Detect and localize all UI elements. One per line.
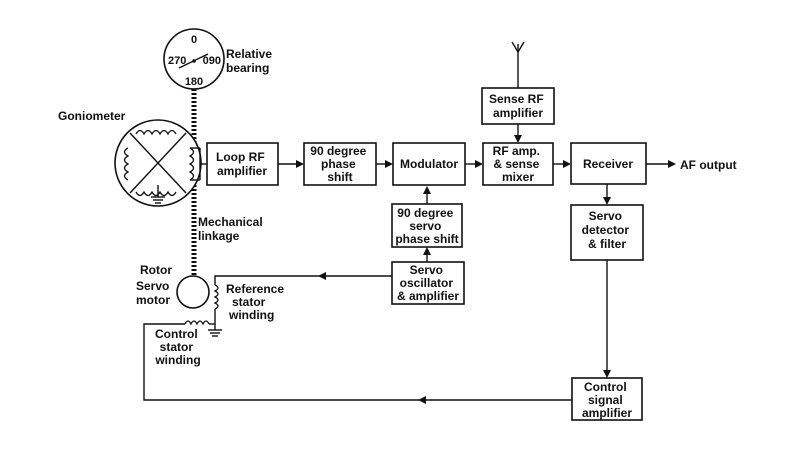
control-signal-amplifier-label: Control signal amplifier	[582, 380, 632, 420]
dial-mark-0: 0	[191, 34, 197, 46]
signal-paths	[143, 124, 676, 404]
loop-rf-amplifier-label: Loop RF amplifier	[216, 150, 268, 178]
servo-phase-shift-90-block	[391, 203, 463, 248]
servo-phase-shift-90-label: 90 degree servo phase shift	[395, 206, 458, 246]
relative-bearing-dial: 0 270 090 180	[163, 28, 225, 90]
servo-oscillator-amplifier-block	[391, 261, 465, 305]
receiver-label: Receiver	[583, 157, 633, 171]
goniometer-icon	[114, 119, 202, 207]
servo-detector-filter-label: Servo detector & filter	[582, 209, 633, 251]
modulator-label: Modulator	[400, 157, 458, 171]
phase-shift-90-label: 90 degree phase shift	[310, 144, 369, 184]
servo-motor-icon	[176, 275, 222, 337]
reference-stator-winding-label: Reference stator winding	[226, 282, 287, 322]
dial-mark-090: 090	[203, 55, 221, 67]
antenna-icon	[511, 41, 525, 88]
dial-mark-180: 180	[185, 76, 203, 88]
af-output-label: AF output	[680, 158, 737, 172]
sense-rf-amplifier-block	[481, 87, 555, 125]
sense-rf-amplifier-label: Sense RF amplifier	[489, 92, 547, 120]
control-stator-winding-label: Control stator winding	[154, 327, 201, 367]
relative-bearing-label: Relative bearing	[226, 47, 275, 75]
dial-mark-270: 270	[168, 55, 186, 67]
rf-amp-sense-mixer-block	[482, 142, 554, 186]
modulator-block	[392, 142, 466, 186]
rotor-label: Rotor	[140, 263, 172, 277]
rf-amp-sense-mixer-label: RF amp. & sense mixer	[493, 144, 544, 184]
receiver-block	[570, 142, 647, 185]
goniometer-label: Goniometer	[58, 109, 126, 123]
control-signal-amplifier-block	[571, 377, 643, 421]
mechanical-linkage-label: Mechanical linkage	[198, 215, 266, 243]
loop-rf-amplifier-block	[206, 142, 279, 186]
servo-oscillator-amplifier-label: Servo oscillator & amplifier	[397, 263, 459, 303]
servo-motor-label: Servo motor	[136, 279, 173, 307]
servo-detector-filter-block	[570, 204, 644, 261]
phase-shift-90-block	[303, 142, 377, 186]
